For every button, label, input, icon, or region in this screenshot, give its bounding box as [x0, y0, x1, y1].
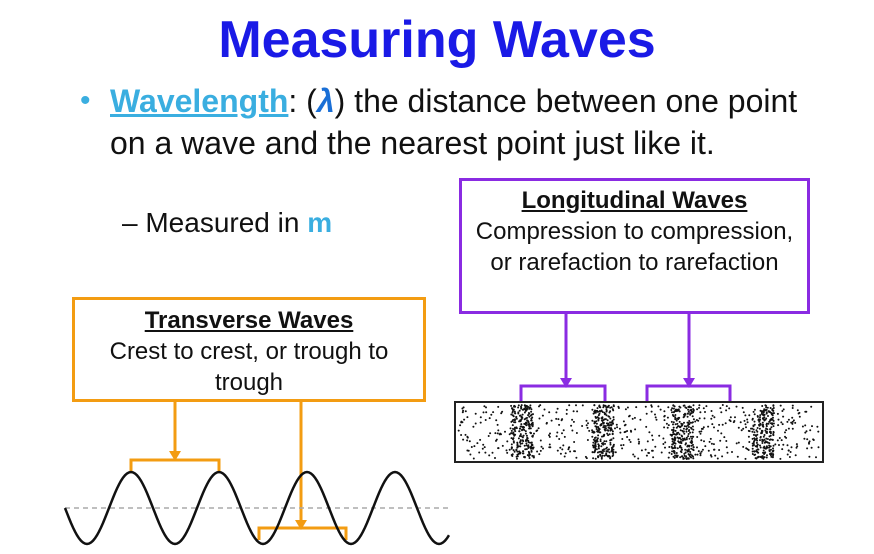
longitudinal-particles [457, 404, 820, 460]
transverse-text: Crest to crest, or trough to trough [109, 338, 389, 396]
definition-text: the distance between one point on a wave… [110, 83, 798, 161]
longitudinal-heading: Longitudinal Waves [521, 187, 748, 214]
transverse-arrowheads [169, 451, 307, 530]
longitudinal-text: Compression to compression, or rarefacti… [475, 218, 794, 276]
transverse-heading: Transverse Waves [144, 307, 354, 334]
transverse-waves-box: Transverse Waves Crest to crest, or trou… [72, 297, 426, 402]
longitudinal-waves-box: Longitudinal Waves Compression to compre… [459, 178, 810, 314]
transverse-pointers [129, 402, 348, 540]
lambda-symbol: λ [316, 83, 335, 119]
unit-label: m [307, 207, 333, 238]
measured-in-line: – Measured in m [122, 206, 332, 240]
paren-close: ) [334, 83, 346, 119]
wavelength-term: Wavelength [110, 83, 289, 119]
wavelength-definition: Wavelength: (λ) the distance between one… [110, 80, 810, 164]
transverse-wave [63, 470, 451, 546]
longitudinal-pointers [519, 314, 732, 401]
measured-in-text: – Measured in [122, 207, 308, 238]
paren-open: : ( [288, 83, 317, 119]
bullet-marker: • [80, 84, 91, 117]
slide-title: Measuring Waves [218, 11, 656, 69]
longitudinal-arrowheads [560, 378, 695, 388]
